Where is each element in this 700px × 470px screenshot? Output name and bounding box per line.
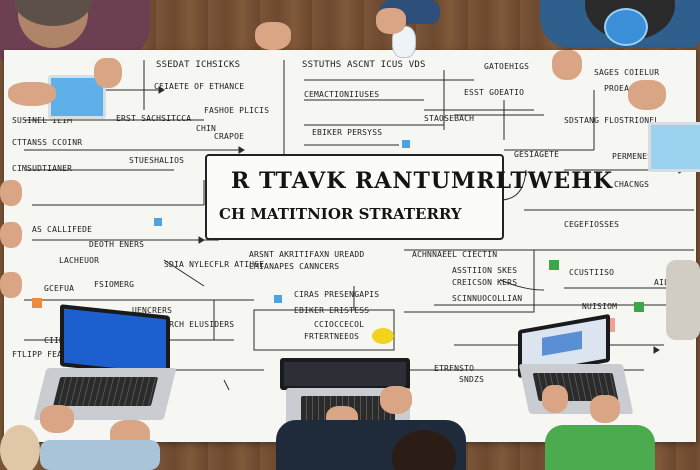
note: SSEDAT ICHSICKS: [156, 60, 241, 70]
note: STUESHALIOS: [129, 156, 185, 165]
note: CTTANSS CCOINR: [12, 138, 83, 147]
note: CEGEFIOSSES: [564, 220, 620, 229]
note: GATOEHIGS: [484, 62, 530, 71]
note: SDIA NYLECFLR ATIUSE: [164, 260, 265, 269]
note: ESST GOEATIO: [464, 88, 525, 97]
note: GESIAGETE: [514, 150, 560, 159]
hand-bottom-right: [542, 385, 568, 413]
tablet-right: [648, 122, 700, 172]
board-subtitle: CH MATITNIOR STRATERRY: [219, 205, 462, 223]
note: STAOSEBACH: [424, 114, 475, 123]
note: PROEACHE: [604, 84, 645, 93]
green-sticky: [634, 302, 644, 312]
person-bottom-center-head: [392, 430, 456, 470]
note: ACHNNAEEL CIECTIN: [412, 250, 498, 259]
hand-top-left-2: [94, 58, 122, 88]
hand-left-3: [0, 272, 22, 298]
blue-sticky: [154, 218, 162, 226]
note: NUISIOM: [582, 302, 618, 311]
note: FTLIPP FEACCS: [12, 350, 78, 359]
note: SUSINEL IEIM: [12, 116, 73, 125]
blue-sticky: [402, 140, 410, 148]
green-sticky: [549, 260, 559, 270]
note: FSIOMERG: [94, 280, 135, 289]
note: ASSTIION SKES: [452, 266, 518, 275]
note: SCINNUOCOLLIAN: [452, 294, 523, 303]
note: UENCRERS: [132, 306, 173, 315]
note: EBIKER ERISTESS: [294, 306, 370, 315]
note: ERST SACHSITCCA: [116, 114, 192, 123]
note: ETRFNSTO: [434, 364, 475, 373]
hand-bottom-left-2: [40, 405, 74, 433]
hand-top-left: [8, 82, 56, 106]
note: DEOTH ENERS: [89, 240, 145, 249]
note: CMIANAPES CANNCERS: [249, 262, 340, 271]
person-bottom-right-arm: [545, 425, 655, 470]
hand-top-right: [552, 50, 582, 80]
note: CIMSUDTIANER: [12, 164, 73, 173]
hand-top-center-2: [376, 8, 406, 34]
hand-top-center: [255, 22, 291, 50]
hand-right: [628, 80, 666, 110]
note: CHACNGS: [614, 180, 650, 189]
note: CEMACTIONIIUSES: [304, 90, 380, 99]
note: ARSNT AKRITIFAXN UREADD: [249, 250, 365, 259]
board-title: R TTAVK RANTUMRLTWEHK: [231, 168, 614, 194]
note: CREICSON KERS: [452, 278, 518, 287]
hand-bottom-center-2: [380, 386, 412, 414]
note: FRTERTNEEOS: [304, 332, 360, 341]
central-topic-box: R TTAVK RANTUMRLTWEHK CH MATITNIOR STRAT…: [205, 154, 612, 240]
laptop-screen: [280, 358, 410, 390]
note: LACHEUOR: [59, 256, 100, 265]
blue-sticky: [274, 295, 282, 303]
note: CENAIRCH ELUSIDERS: [144, 320, 235, 329]
note: SNDZS: [459, 375, 485, 384]
note: CRAPOE: [214, 132, 245, 141]
note: SSTUTHS ASCNT ICUS VDS: [302, 60, 426, 70]
yellow-shape: [372, 328, 394, 344]
note: PERMENESS: [612, 152, 658, 161]
hand-bottom-right-2: [590, 395, 620, 423]
laptop-screen: [60, 304, 170, 378]
person-bottom-left-head: [0, 425, 40, 470]
note: CIRAS PRESENGAPIS: [294, 290, 380, 299]
note: FASHOE PLICIS: [204, 106, 270, 115]
hand-left-2: [0, 222, 22, 248]
note: AS CALLIFEDE: [32, 225, 93, 234]
note: CEIAETE OF ETHANCE: [154, 82, 245, 91]
person-right-arm: [666, 260, 700, 340]
note: SAGES COIELUR: [594, 68, 660, 77]
hand-left: [0, 180, 22, 206]
note: SDSTANG FLOSTRIONEL: [564, 116, 660, 125]
note: CCUSTIISO: [569, 268, 615, 277]
note: GCEFUA: [44, 284, 75, 293]
cup-icon: [604, 8, 648, 46]
orange-sticky: [32, 298, 42, 308]
note: CHIN: [196, 124, 217, 133]
note: CCIOCCECOL: [314, 320, 365, 329]
person-bottom-left-arm: [40, 440, 160, 470]
note: EBIKER PERSYSS: [312, 128, 383, 137]
